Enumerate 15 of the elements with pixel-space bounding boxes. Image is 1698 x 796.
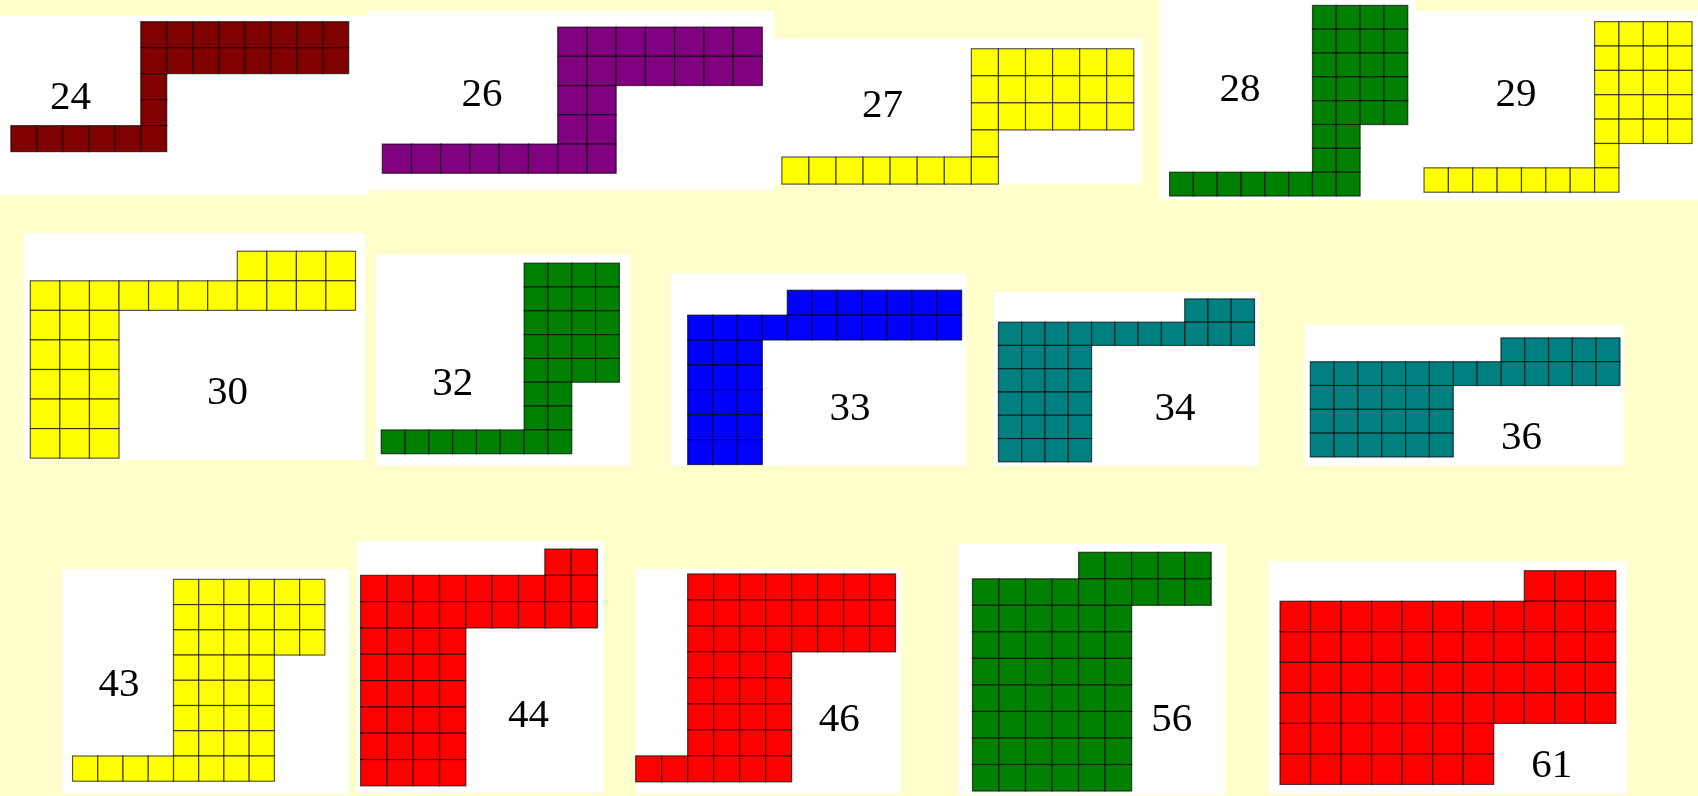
- number-label: 36: [1501, 414, 1542, 456]
- number-label: 32: [432, 360, 474, 402]
- number-label: 27: [862, 82, 904, 124]
- number-label: 30: [206, 369, 248, 411]
- number-label: 28: [1219, 66, 1261, 108]
- number-label: 26: [461, 71, 503, 113]
- number-label: 33: [829, 385, 871, 427]
- number-label: 61: [1531, 742, 1573, 784]
- number-label: 56: [1151, 696, 1193, 738]
- number-label: 34: [1154, 385, 1196, 427]
- number-label: 24: [49, 74, 91, 116]
- number-label: 29: [1495, 71, 1537, 113]
- number-label: 44: [507, 692, 549, 734]
- number-label: 43: [98, 661, 140, 703]
- number-label: 46: [818, 696, 860, 738]
